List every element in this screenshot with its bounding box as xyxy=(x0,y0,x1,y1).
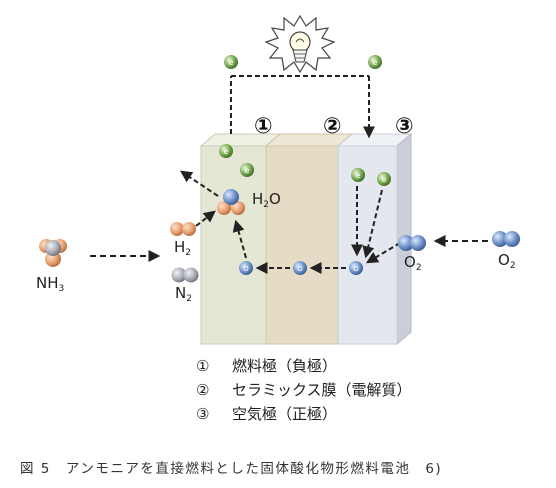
section-number-3: ③ xyxy=(395,114,414,139)
external-circuit xyxy=(230,75,375,139)
oxide-ion: O xyxy=(349,261,363,275)
oxide-ion-label: O xyxy=(243,265,249,273)
section-number-2: ② xyxy=(323,114,342,139)
figure-caption: 図 5 アンモニアを直接燃料とした固体酸化物形燃料電池 6) xyxy=(20,461,443,477)
nitrogen-molecule xyxy=(171,267,199,283)
nh3-label: NH3 xyxy=(36,274,65,294)
hydrogen-molecule xyxy=(170,222,196,236)
section-number-1: ① xyxy=(254,114,273,139)
o2-air-label: O2 xyxy=(498,251,516,271)
water-molecule xyxy=(217,189,245,215)
h2o-label: H2O xyxy=(252,190,281,210)
electron: e xyxy=(377,172,391,186)
electron: e xyxy=(351,168,365,182)
oxide-ion-label: O xyxy=(353,265,359,273)
electron: e xyxy=(219,144,233,158)
h2-label: H2 xyxy=(174,238,192,258)
oxygen-molecule-air xyxy=(492,231,520,247)
oxygen-molecule-cathode xyxy=(398,235,426,251)
electron: e xyxy=(240,163,254,177)
electron-label: e xyxy=(356,171,361,180)
electron: e xyxy=(224,55,238,69)
oxide-ion: O xyxy=(293,261,307,275)
oxide-ion-label: O xyxy=(297,265,303,273)
oxide-ion-arrows xyxy=(232,219,346,274)
water-arrows xyxy=(180,170,219,227)
electron-label: e xyxy=(373,58,378,67)
ammonia-molecule xyxy=(39,239,67,267)
oxide-ion: O xyxy=(239,261,253,275)
electron-label: e xyxy=(382,175,387,184)
light-bulb-icon xyxy=(264,14,336,74)
electron-label: e xyxy=(245,166,250,175)
electron-label: e xyxy=(224,147,229,156)
electron: e xyxy=(368,55,382,69)
n2-label: N2 xyxy=(175,284,192,304)
electron-label: e xyxy=(229,58,234,67)
o2-cathode-label: O2 xyxy=(404,253,422,273)
electron-flow-arrows xyxy=(351,186,401,264)
